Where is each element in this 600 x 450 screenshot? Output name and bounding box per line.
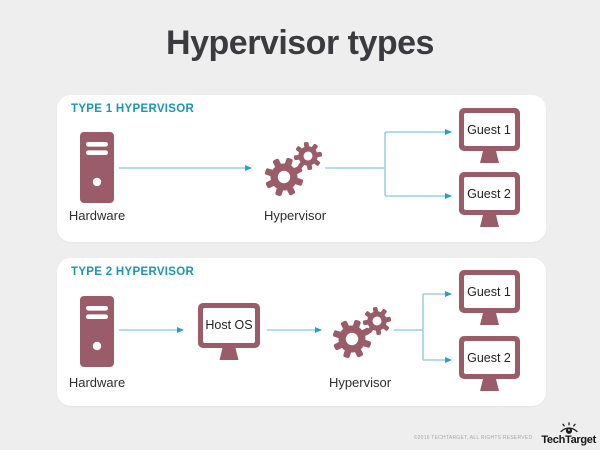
type1-heading: TYPE 1 HYPERVISOR xyxy=(71,103,195,115)
type2-heading: TYPE 2 HYPERVISOR xyxy=(71,266,195,278)
hardware-label: Hardware xyxy=(68,375,126,390)
techtarget-logo: TechTarget xyxy=(541,422,596,446)
hardware-label: Hardware xyxy=(68,208,126,223)
gears-icon xyxy=(327,305,393,364)
guest2-label: Guest 2 xyxy=(467,351,511,365)
page-title: Hypervisor types xyxy=(166,24,434,62)
type2-diagram xyxy=(80,270,520,391)
host-os-monitor-icon xyxy=(198,303,260,360)
type1-connectors xyxy=(119,129,452,199)
guest1-label: Guest 1 xyxy=(467,123,511,137)
type2-panel: TYPE 2 HYPERVISOR Hardware Host OS Hyper… xyxy=(57,258,546,406)
footer: ©2016 TECHTARGET, ALL RIGHTS RESERVED Te… xyxy=(414,422,596,446)
host-os-label: Host OS xyxy=(205,318,253,332)
copyright-text: ©2016 TECHTARGET, ALL RIGHTS RESERVED xyxy=(413,435,533,441)
logo-wordmark: TechTarget xyxy=(541,434,596,446)
type2-connectors xyxy=(119,291,452,363)
eye-icon xyxy=(560,422,578,434)
type1-diagram xyxy=(80,108,520,227)
gears-icon xyxy=(259,140,324,202)
server-tower-icon xyxy=(80,132,114,203)
server-tower-icon xyxy=(80,296,114,367)
hypervisor-label: Hypervisor xyxy=(263,208,327,223)
guest2-label: Guest 2 xyxy=(467,187,511,201)
type1-panel: TYPE 1 HYPERVISOR Hardware Hypervisor Gu… xyxy=(57,95,546,242)
hypervisor-label: Hypervisor xyxy=(328,375,392,390)
guest1-label: Guest 1 xyxy=(467,285,511,299)
